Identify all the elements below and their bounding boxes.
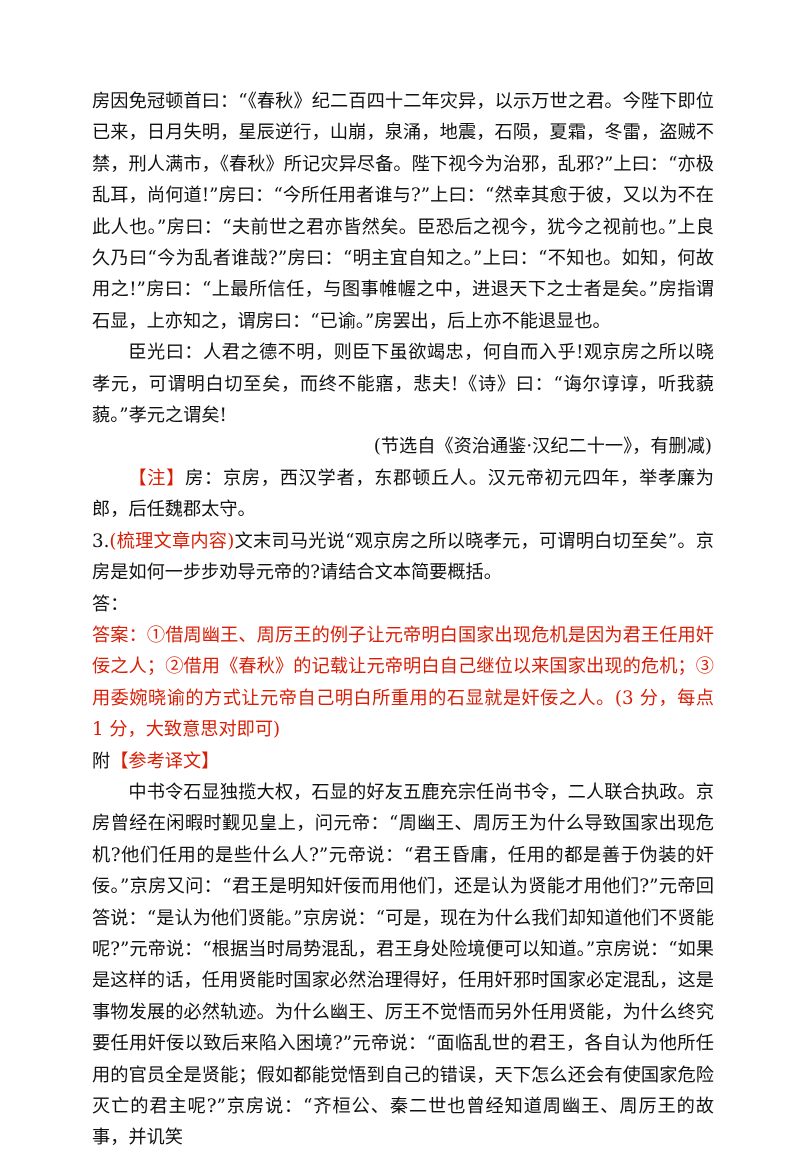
passage-source: (节选自《资治通鉴·汉纪二十一》，有删减)	[373, 436, 712, 458]
question-tag: (梳理文章内容)	[109, 530, 235, 552]
note-label: 【注】	[128, 467, 186, 489]
document-page: 房因免冠顿首曰：“《春秋》纪二百四十二年灾异，以示万世之君。今陛下即位已来，日月…	[92, 86, 714, 1154]
question-3: 3.(梳理文章内容)文末司马光说“观京房之所以晓孝元，可谓明白切至矣”。京房是如…	[92, 526, 714, 589]
translation-text: 中书令石显独揽大权，石显的好友五鹿充宗任尚书令，二人联合执政。京房曾经在闲暇时觐…	[92, 781, 714, 1149]
annotation-note: 【注】房：京房，西汉学者，东郡顿丘人。汉元帝初元四年，举孝廉为郎，后任魏郡太守。	[92, 463, 714, 526]
answer-label: 答：	[92, 593, 129, 615]
question-text: 文末司马光说“观京房之所以晓孝元，可谓明白切至矣”。京房是如何一步步劝导元帝的?…	[92, 530, 714, 584]
translation-heading: 附【参考译文】	[92, 746, 714, 777]
translation-prefix: 附	[92, 750, 111, 772]
note-text: 房：京房，西汉学者，东郡顿丘人。汉元帝初元四年，举孝廉为郎，后任魏郡太守。	[92, 467, 714, 521]
passage-paragraph-1: 房因免冠顿首曰：“《春秋》纪二百四十二年灾异，以示万世之君。今陛下即位已来，日月…	[92, 91, 714, 332]
passage-paragraph-2: 臣光曰：人君之德不明，则臣下虽欲竭忠，何自而入乎!观京房之所以晓孝元，可谓明白切…	[92, 342, 714, 427]
translation-label: 【参考译文】	[110, 750, 220, 772]
answer-text: 答案：①借周幽王、周厉王的例子让元帝明白国家出现危机是因为君王任用奸佞之人；②借…	[92, 624, 714, 741]
question-number: 3.	[92, 530, 110, 552]
